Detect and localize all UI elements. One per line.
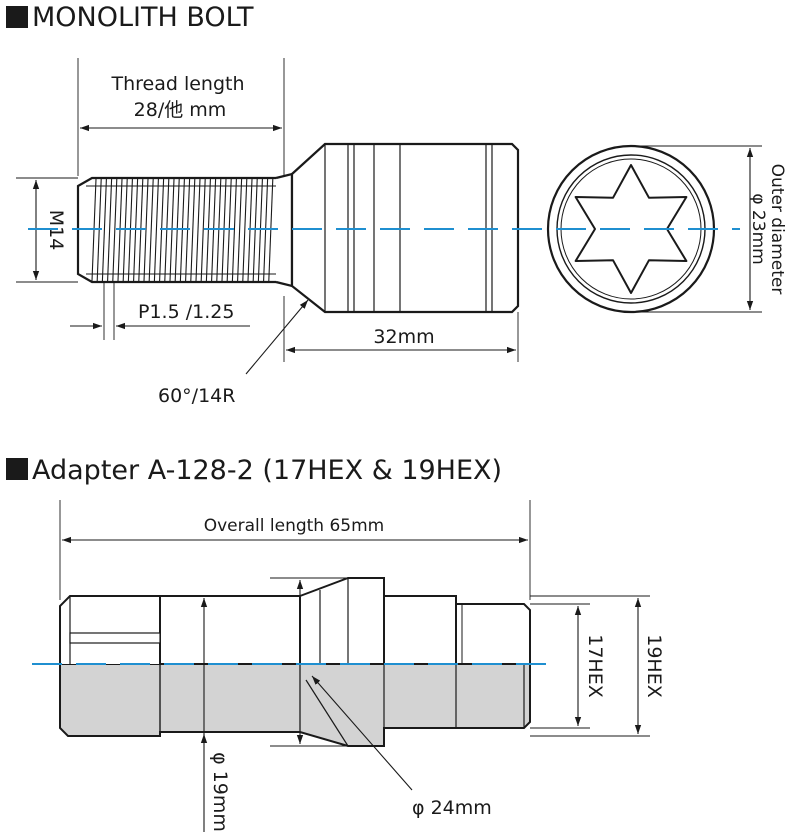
socket-star-shape — [574, 164, 688, 294]
thread-line — [112, 178, 118, 282]
thread-line — [153, 178, 159, 282]
thread-line — [242, 178, 248, 282]
thread-line — [237, 178, 243, 282]
adapter-title: Adapter A-128-2 (17HEX & 19HEX) — [32, 455, 502, 486]
thread-length-label: Thread length — [110, 73, 244, 95]
black-square-icon — [6, 458, 28, 480]
thread-length-value: 28/他 mm — [134, 99, 227, 121]
thread-line — [200, 178, 206, 282]
bolt-title: MONOLITH BOLT — [32, 2, 254, 33]
adapter-body — [59, 577, 531, 747]
body-length-label: 32mm — [373, 326, 434, 348]
thread-line — [101, 178, 107, 282]
overall-length-label: Overall length 65mm — [204, 516, 385, 536]
thread-line — [231, 178, 237, 282]
adapter-section: Adapter A-128-2 (17HEX & 19HEX) Overall … — [6, 455, 665, 832]
dia19-label: φ 19mm — [209, 752, 231, 832]
thread-line — [148, 178, 154, 282]
hex17-label: 17HEX — [584, 634, 606, 698]
outer-diameter-value: φ 23mm — [748, 193, 768, 264]
black-square-icon — [6, 6, 28, 28]
thread-line — [107, 178, 113, 282]
thread-line — [190, 178, 196, 282]
dia24-label: φ 24mm — [412, 797, 492, 819]
bolt-section: MONOLITH BOLT Thread length 28/他 mm M14 … — [6, 2, 787, 407]
seat-label: 60°/14R — [158, 385, 235, 407]
hex19-label: 19HEX — [643, 634, 665, 698]
thread-line — [195, 178, 201, 282]
pitch-label: P1.5 /1.25 — [138, 301, 234, 323]
outer-diameter-label: Outer diameter — [767, 164, 787, 295]
